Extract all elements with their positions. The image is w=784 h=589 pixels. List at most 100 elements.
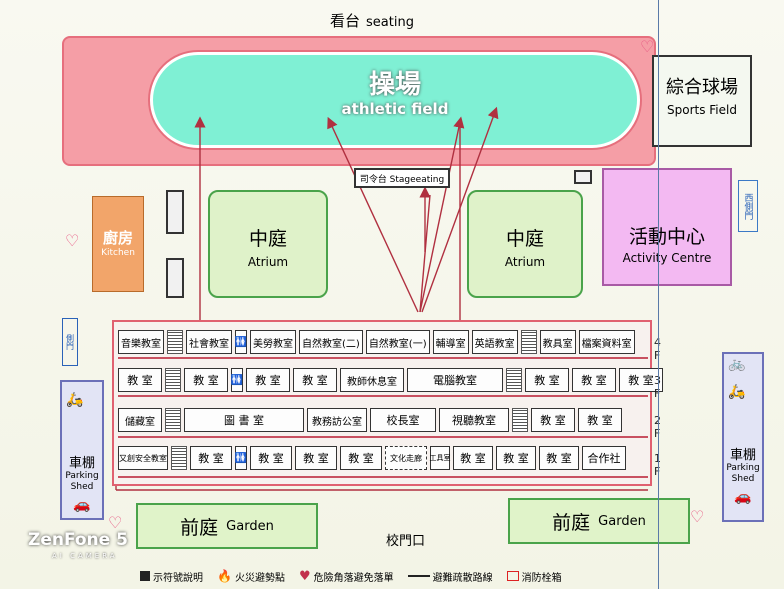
storage-box-2 [166,258,184,298]
stairs-icon [167,330,183,354]
room-science-2: 自然教室(二) [299,330,363,354]
scooter-icon: 🛵 [66,392,84,408]
room-storage: 儲藏室 [118,408,162,432]
room-tools: 工具室 [430,446,451,470]
room-cooperative: 合作社 [582,446,626,470]
stairs-icon [512,408,528,432]
parking-right-en2: Shed [731,474,755,484]
room-archive: 檔案資料室 [578,330,635,354]
parking-left-en1: Parking [65,471,99,481]
athletic-field [150,52,640,148]
parking-right: 車棚 Parking Shed 🚗 [722,352,764,522]
atrium-right-cn: 中庭 [505,228,544,250]
atrium-right-en: Atrium [504,255,546,269]
floor-label-3: 3 F [654,374,661,400]
fire-icon: 🔥 [217,569,232,583]
room-classroom: 教 室 [293,368,337,392]
room-classroom: 教 室 [246,368,290,392]
legend-evacuation: 避難疏散路線 [407,569,493,584]
west-door: 側門 [62,318,78,366]
map-legend: 示符號說明 🔥 火災避勢點 ♥ 危險角落避免落單 避難疏散路線 消防栓箱 [140,566,650,586]
car-icon: 🚗 [734,489,752,505]
room-music: 音樂教室 [118,330,164,354]
school-gate: 校門口 [386,534,426,549]
room-counseling: 輔導室 [432,330,469,354]
photo-edge-line [658,0,659,589]
camera-watermark-sub: AI CAMERA [52,552,118,560]
square-icon [140,571,150,581]
restroom-icon: 🚻 [235,446,247,470]
arrow-left-icon [407,575,430,577]
legend-hydrant: 消防栓箱 [506,569,562,584]
room-classroom: 教 室 [578,408,622,432]
car-icon: 🚗 [73,497,91,513]
field-label-en: athletic field [341,100,449,118]
atrium-left-cn: 中庭 [248,228,287,250]
garden-right-cn: 前庭 [552,511,591,534]
floor-2: 儲藏室 圖 書 室 教務訪公室 校長室 視聽教室 教 室 教 室 [118,408,622,432]
room-classroom: 教 室 [572,368,616,392]
bicycle-icon: 🚲 [728,356,746,372]
kitchen-cn: 廚房 [102,229,133,247]
garden-left-cn: 前庭 [180,516,219,539]
sports-field-en: Sports Field [667,103,737,117]
room-classroom: 教 室 [190,446,232,470]
main-building: 音樂教室 社會教室 🚻 美勞教室 自然教室(二) 自然教室(一) 輔導室 英語教… [112,320,663,486]
activity-centre: 活動中心 Activity Centre [602,168,732,286]
room-classroom: 教 室 [340,446,382,470]
corridor-1 [118,476,648,478]
room-classroom: 教 室 [531,408,575,432]
hydrant-icon [506,571,519,581]
parking-left: 車棚 Parking Shed 🚗 [60,380,104,520]
corridor-4 [118,357,648,359]
room-classroom: 教 室 [184,368,228,392]
storage-box-3 [574,170,592,184]
room-teaching-aids: 教具室 [539,330,576,354]
activity-en: Activity Centre [622,251,712,265]
west-gate: 西側門 [738,180,758,232]
room-classroom: 教 室 [453,446,493,470]
floor-1: 又創安全教室 教 室 🚻 教 室 教 室 教 室 文化走廊 工具室 教 室 教 … [118,446,626,470]
sports-field: 綜合球場 Sports Field [652,55,752,147]
floor-4: 音樂教室 社會教室 🚻 美勞教室 自然教室(二) 自然教室(一) 輔導室 英語教… [118,330,635,354]
stairs-icon [506,368,522,392]
floor-label-4: 4 F [654,336,661,362]
field-label-cn: 操場 [368,70,421,100]
svg-text:♡: ♡ [108,513,122,532]
svg-text:♡: ♡ [640,37,654,56]
room-academic-office: 教務訪公室 [307,408,367,432]
room-teachers-lounge: 教師休息室 [340,368,404,392]
stairs-icon [165,408,181,432]
room-library: 圖 書 室 [184,408,304,432]
garden-right: 前庭 Garden [508,498,690,544]
room-audiovisual: 視聽教室 [439,408,509,432]
garden-left-en: Garden [226,518,274,534]
kitchen-en: Kitchen [101,248,135,258]
scooter-icon: 🛵 [728,384,746,400]
floor-3: 教 室 教 室 🚻 教 室 教 室 教師休息室 電腦教室 教 室 教 室 教 室 [118,368,663,392]
parking-right-cn: 車棚 [729,448,756,463]
culture-corridor: 文化走廊 [385,446,427,470]
atrium-right: 中庭 Atrium [467,190,583,298]
parking-right-en1: Parking [726,463,760,473]
svg-text:♡: ♡ [690,507,704,526]
legend-danger: ♥ 危險角落避免落單 [298,568,394,584]
garden-right-en: Garden [598,513,646,529]
legend-title: 示符號說明 [140,569,203,584]
heart-icon: ♥ [298,568,311,584]
kitchen: 廚房 Kitchen [92,196,144,292]
atrium-left: 中庭 Atrium [208,190,328,298]
room-safety: 又創安全教室 [118,446,168,470]
seating-cn: 看台 [330,12,361,30]
room-classroom: 教 室 [619,368,663,392]
floor-label-1: 1 F [654,452,661,478]
atrium-left-en: Atrium [247,255,289,269]
room-social: 社會教室 [186,330,232,354]
legend-fire: 🔥 火災避勢點 [217,569,285,584]
room-classroom: 教 室 [525,368,569,392]
stage: 司令台 Stageeating [354,168,450,188]
room-english: 英語教室 [471,330,518,354]
room-principal: 校長室 [370,408,436,432]
